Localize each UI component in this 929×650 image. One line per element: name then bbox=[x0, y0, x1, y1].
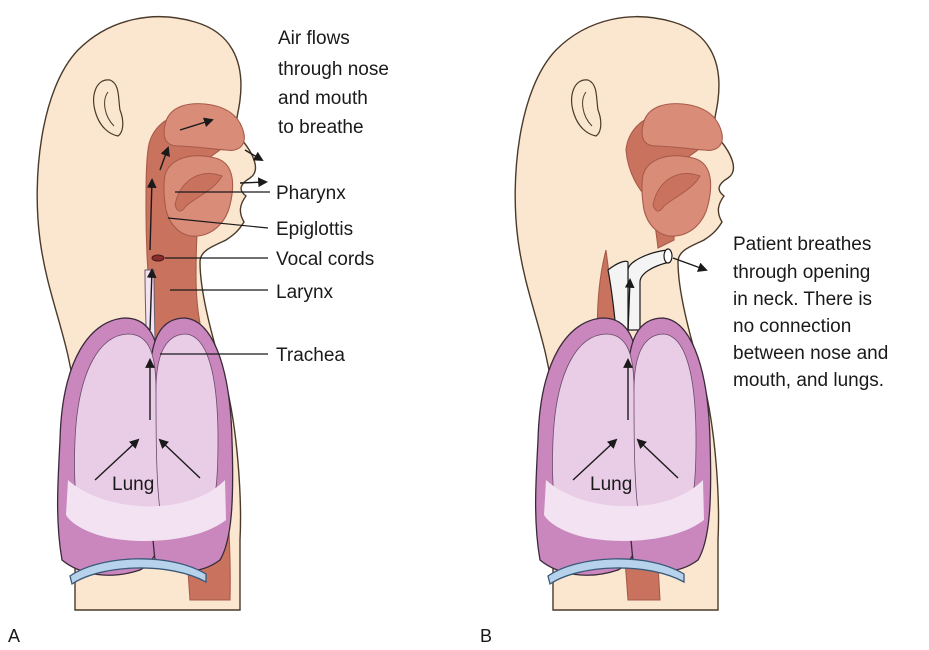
label-lung-b: Lung bbox=[590, 474, 632, 495]
vocal-cords-mark bbox=[152, 255, 164, 261]
panel-b-letter: B bbox=[480, 626, 492, 646]
stoma-note-line-6: mouth, and lungs. bbox=[733, 370, 884, 391]
stoma-note-line-3: in neck. There is bbox=[733, 289, 872, 310]
label-pharynx: Pharynx bbox=[276, 183, 346, 204]
air-flow-note: Air flows through nose and mouth to brea… bbox=[278, 28, 389, 138]
label-larynx: Larynx bbox=[276, 282, 334, 303]
panel-a: Air flows through nose and mouth to brea… bbox=[8, 17, 389, 646]
stoma-note: Patient breathes through opening in neck… bbox=[733, 234, 888, 391]
air-note-line-2: through nose bbox=[278, 59, 389, 80]
panel-a-letter: A bbox=[8, 626, 20, 646]
label-trachea: Trachea bbox=[276, 345, 345, 366]
stoma-note-line-1: Patient breathes bbox=[733, 234, 871, 255]
air-note-line-1: Air flows bbox=[278, 28, 350, 49]
stoma-note-line-4: no connection bbox=[733, 316, 851, 337]
label-vocal-cords: Vocal cords bbox=[276, 249, 374, 270]
air-note-line-3: and mouth bbox=[278, 88, 368, 109]
air-note-line-4: to breathe bbox=[278, 117, 364, 138]
label-lung-a: Lung bbox=[112, 474, 154, 495]
label-epiglottis: Epiglottis bbox=[276, 219, 353, 240]
stoma-note-line-2: through opening bbox=[733, 262, 870, 283]
stoma-note-line-5: between nose and bbox=[733, 343, 888, 364]
panel-b: Patient breathes through opening in neck… bbox=[480, 17, 888, 646]
